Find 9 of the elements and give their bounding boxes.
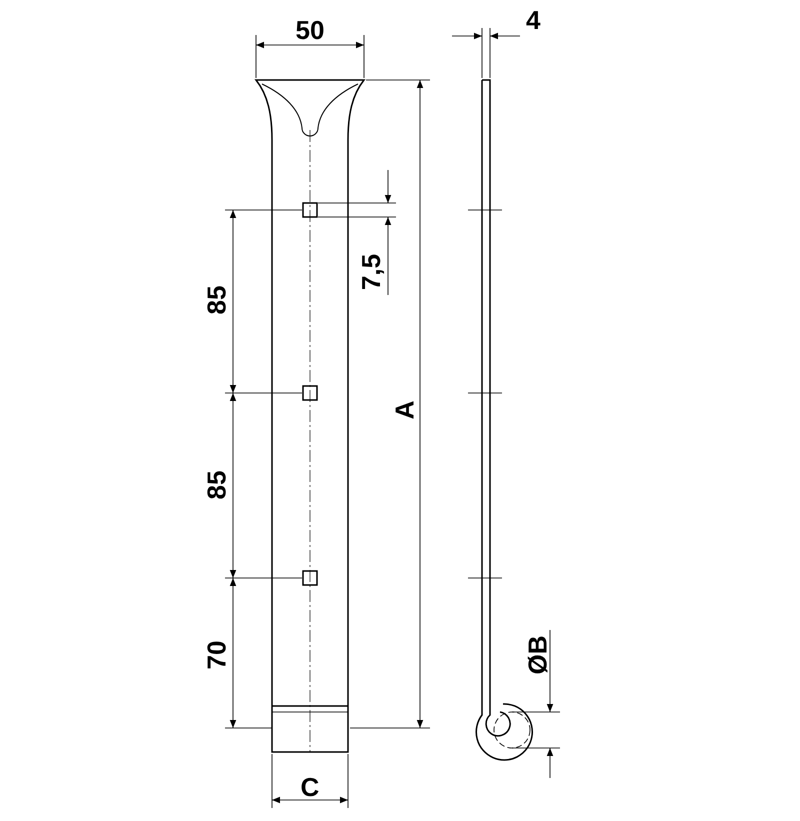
dimension-label: 85: [202, 286, 229, 314]
dimension-label: ØB: [524, 636, 550, 674]
dimension-label: 50: [296, 17, 324, 43]
dimension-label: 7,5: [358, 254, 384, 290]
dimension-label: 70: [202, 640, 229, 670]
dimension-label: C: [300, 774, 320, 800]
dimension-label: A: [390, 400, 417, 420]
dimension-label: 4: [526, 7, 540, 33]
dimension-label: 85: [202, 470, 229, 500]
